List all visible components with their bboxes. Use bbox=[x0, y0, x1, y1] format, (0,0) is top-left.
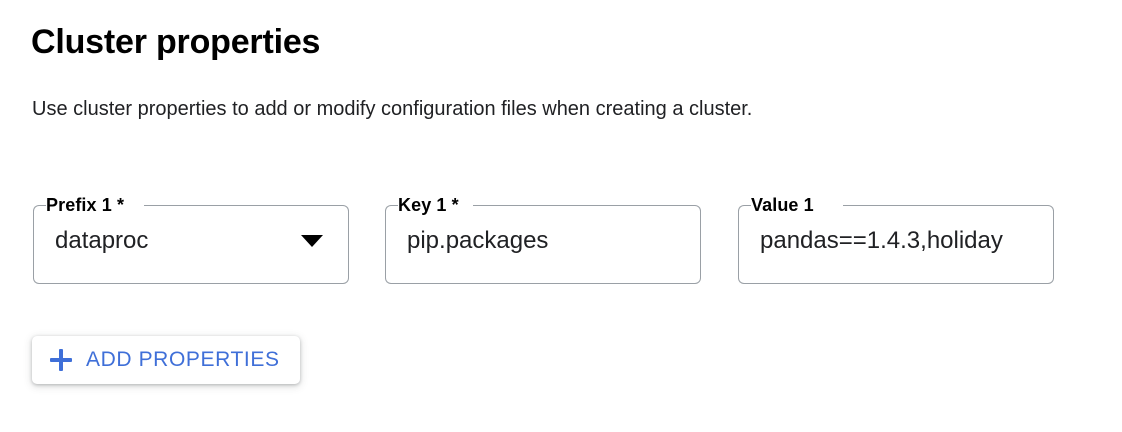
field-value-1[interactable]: Value 1 pandas==1.4.3,holiday bbox=[738, 194, 1054, 284]
field-key-1[interactable]: Key 1 * pip.packages bbox=[385, 194, 701, 284]
add-properties-label: ADD PROPERTIES bbox=[86, 348, 280, 371]
plus-icon bbox=[50, 349, 72, 371]
field-value-value-1: pandas==1.4.3,holiday bbox=[760, 226, 1003, 254]
field-control-prefix-1[interactable]: dataproc bbox=[33, 205, 349, 284]
field-control-value-1[interactable]: pandas==1.4.3,holiday bbox=[738, 205, 1054, 284]
property-row: Prefix 1 * dataproc Key 1 * pip.packages bbox=[0, 194, 1122, 287]
field-value-prefix-1: dataproc bbox=[55, 226, 149, 254]
add-properties-button[interactable]: ADD PROPERTIES bbox=[32, 336, 300, 384]
field-value-key-1: pip.packages bbox=[407, 226, 549, 254]
page-title: Cluster properties bbox=[31, 23, 321, 61]
page-description: Use cluster properties to add or modify … bbox=[32, 98, 753, 120]
field-prefix-1[interactable]: Prefix 1 * dataproc bbox=[33, 194, 349, 284]
field-control-key-1[interactable]: pip.packages bbox=[385, 205, 701, 284]
field-label-prefix-1: Prefix 1 * bbox=[46, 194, 131, 216]
field-label-value-1: Value 1 bbox=[751, 194, 820, 216]
field-label-key-1: Key 1 * bbox=[398, 194, 465, 216]
chevron-down-icon[interactable] bbox=[301, 234, 323, 247]
